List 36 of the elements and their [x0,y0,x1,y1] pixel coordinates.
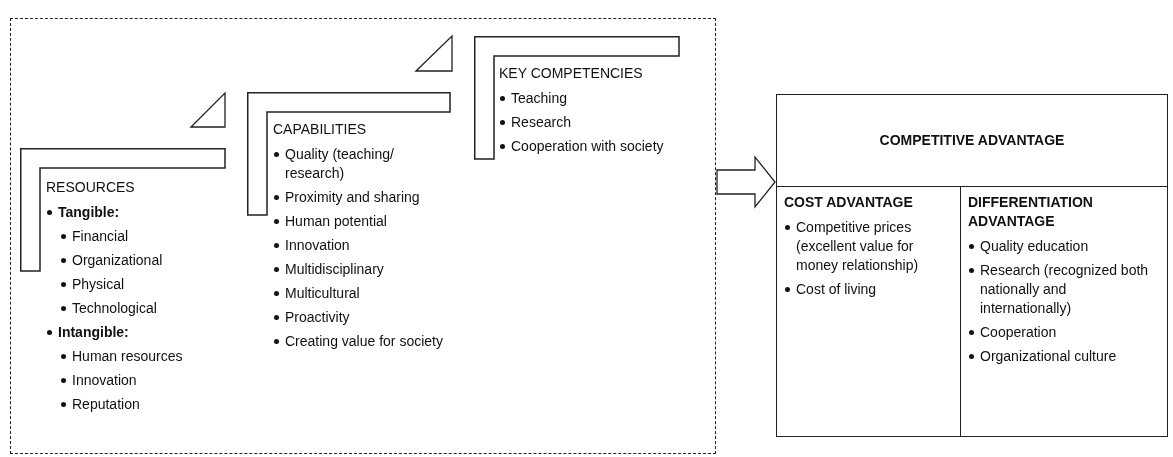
bullet-item: Intangible: [46,323,231,342]
bullet-item: Multidisciplinary [273,260,451,279]
section-heading: DIFFERENTIATION ADVANTAGE [968,193,1094,231]
bullet-item: Human potential [273,212,451,231]
bullet-item: Physical [60,275,231,294]
bullet-item: Cost of living [784,280,956,299]
block-arrow [716,155,776,209]
bullet-item: Innovation [60,371,231,390]
bullet-item: Quality education [968,237,1158,256]
bullet-item: Multicultural [273,284,451,303]
bullet-item: Proactivity [273,308,451,327]
table-frame [776,94,1168,437]
bullet-item: Human resources [60,347,231,366]
bullet-item: Proximity and sharing [273,188,451,207]
dashed-frame [10,18,716,454]
bullet-item: Innovation [273,236,451,255]
section-heading: KEY COMPETENCIES [499,64,644,83]
section-heading: RESOURCES [46,178,136,197]
bullet-item: Research [499,113,684,132]
bullet-item: Organizational culture [968,347,1158,366]
bullet-item: Tangible: [46,203,231,222]
section-heading: COST ADVANTAGE [784,193,914,212]
table-title: COMPETITIVE ADVANTAGE [878,130,1066,150]
bullet-item: Technological [60,299,231,318]
table-column [777,186,961,436]
bullet-item: Research (recognized both nationally and internationally) [968,261,1158,318]
bullet-item: Competitive prices (excellent value for money relationship) [784,218,956,275]
bullet-item: Cooperation [968,323,1158,342]
bullet-item: Quality (teaching/ research) [273,145,451,183]
section-heading: CAPABILITIES [273,120,368,139]
bullet-item: Reputation [60,395,231,414]
bullet-item: Teaching [499,89,684,108]
bullet-item: Financial [60,227,231,246]
bullet-item: Cooperation with society [499,137,684,156]
bullet-item: Organizational [60,251,231,270]
bullet-item: Creating value for society [273,332,451,351]
